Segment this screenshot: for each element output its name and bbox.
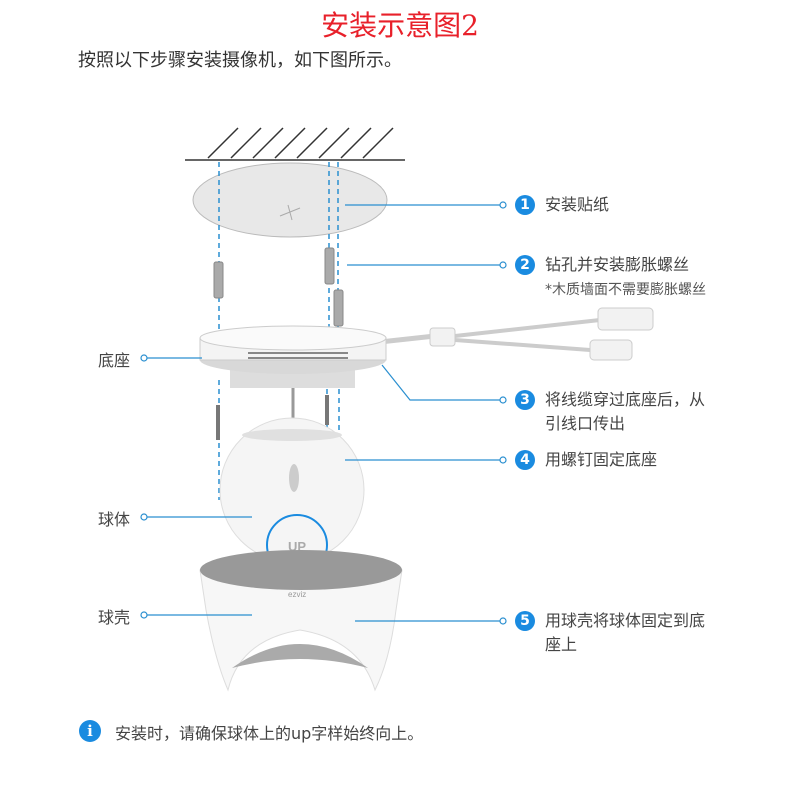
part-label-shell: 球壳 (98, 608, 131, 627)
part-label-base: 底座 (98, 351, 131, 370)
subtitle: 按照以下步骤安装摄像机，如下图所示。 (78, 50, 402, 71)
step-1-text: 安装贴纸 (545, 195, 610, 214)
installation-tip: 安装时，请确保球体上的up字样始终向上。 (115, 724, 424, 743)
step-2-badge: 2 (515, 255, 535, 275)
camera-base (199, 325, 387, 388)
info-icon: i (79, 720, 101, 742)
wall-anchors (213, 247, 344, 327)
step-3-text-line2: 引线口传出 (545, 414, 626, 433)
ball-shell (199, 550, 403, 692)
step-3-badge: 3 (515, 390, 535, 410)
step-2-note: *木质墙面不需要膨胀螺丝 (545, 282, 706, 298)
step-1-badge: 1 (515, 195, 535, 215)
camera-ball (219, 417, 365, 563)
leader-lines (140, 201, 507, 625)
part-label-ball: 球体 (98, 510, 131, 529)
step-4-text: 用螺钉固定底座 (545, 450, 658, 469)
step-5-text-line1: 用球壳将球体固定到底 (545, 611, 706, 630)
step-2-text: 钻孔并安装膨胀螺丝 (545, 255, 690, 274)
cable (379, 307, 654, 361)
step-5-text-line2: 座上 (545, 635, 578, 654)
step-5-badge: 5 (515, 611, 535, 631)
step-4-badge: 4 (515, 450, 535, 470)
ceiling (185, 127, 405, 161)
mounting-sticker (192, 162, 388, 238)
brand-logo: ezviz (288, 590, 306, 599)
page-title: 安装示意图2 (321, 9, 479, 42)
step-3-text-line1: 将线缆穿过底座后，从 (545, 390, 706, 409)
